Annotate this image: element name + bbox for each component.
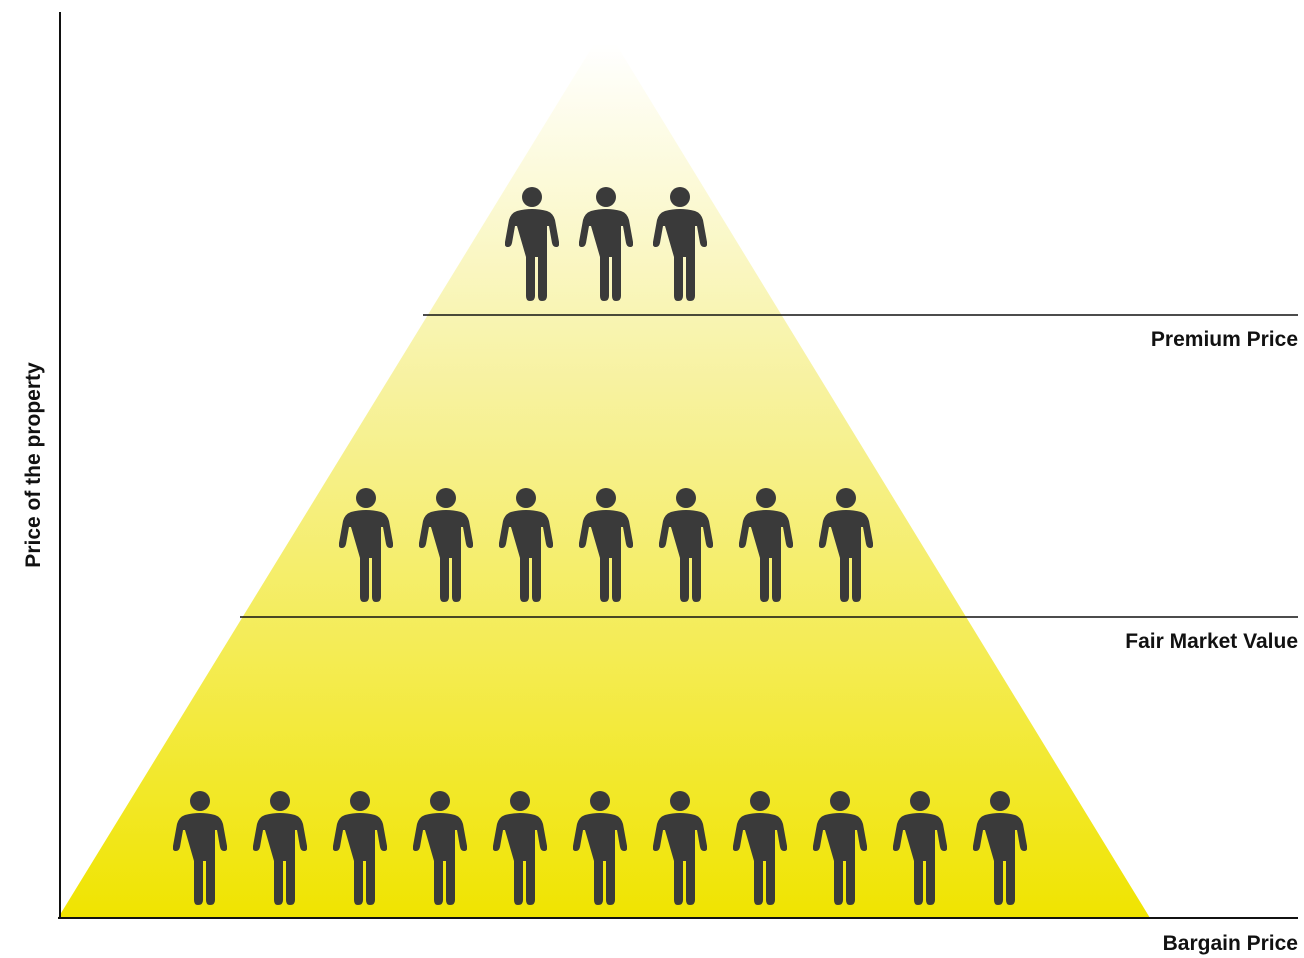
- tier-label-fair-market-value: Fair Market Value: [1125, 630, 1298, 653]
- y-axis-label: Price of the property: [22, 362, 45, 568]
- tier-label-bargain-price: Bargain Price: [1163, 932, 1298, 955]
- pyramid: [58, 26, 1150, 918]
- tier-label-premium-price: Premium Price: [1151, 328, 1298, 351]
